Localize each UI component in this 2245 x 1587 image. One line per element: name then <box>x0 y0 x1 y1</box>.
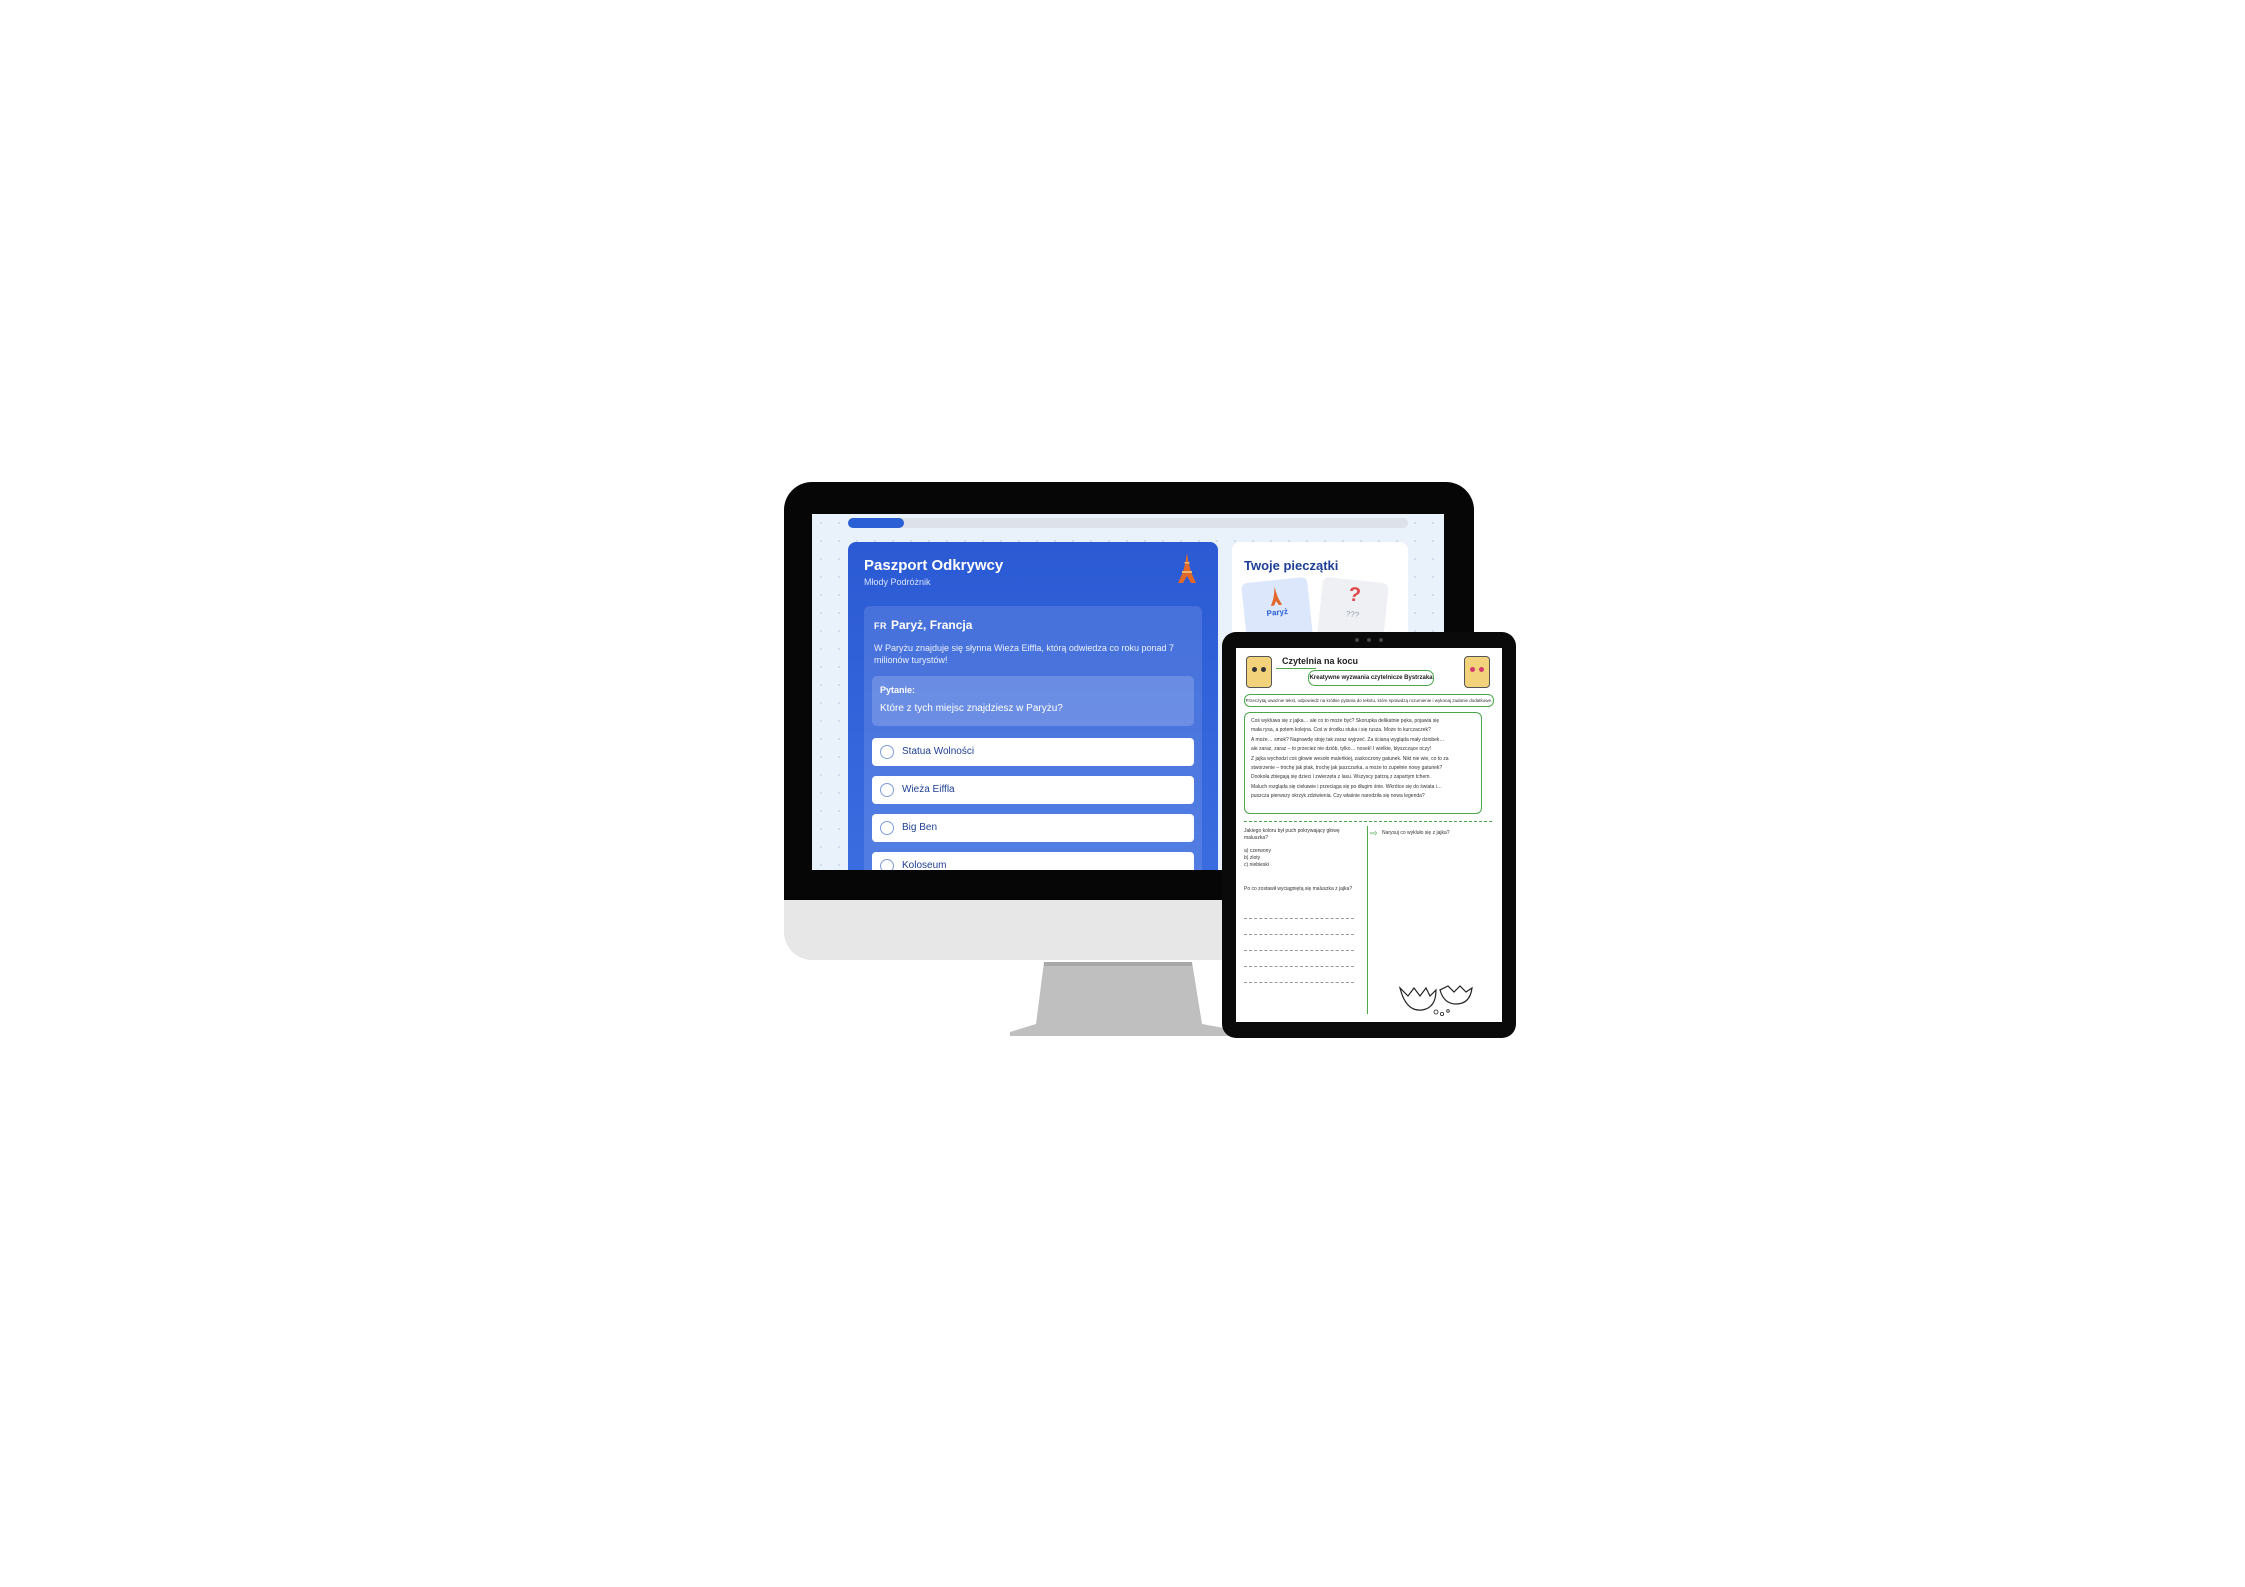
answer-line[interactable] <box>1244 982 1354 983</box>
answer-line[interactable] <box>1244 918 1354 919</box>
arrow-right-icon: ⇨ <box>1370 828 1378 838</box>
passport-title: Paszport Odkrywcy <box>864 557 1004 574</box>
answer-option[interactable]: Wieża Eiffla <box>872 776 1194 804</box>
eiffel-tower-icon <box>1178 553 1196 583</box>
radio-icon[interactable] <box>880 821 894 835</box>
story-line: ale zaraz, zaraz – to przecież nie dziób… <box>1251 746 1432 753</box>
flag-code: FR <box>874 621 887 631</box>
destination-description: W Paryżu znajduje się słynna Wieża Eiffl… <box>874 643 1174 665</box>
answer-line[interactable] <box>1244 950 1354 951</box>
question-box: Pytanie: Które z tych miejsc znajdziesz … <box>872 676 1194 726</box>
stamps-title: Twoje pieczątki <box>1244 558 1339 573</box>
answer-option[interactable]: Koloseum <box>872 852 1194 870</box>
title-underline <box>1276 668 1316 669</box>
monitor-stand <box>1010 962 1246 1036</box>
answer-label: Koloseum <box>902 860 947 870</box>
worksheet-page: Czytelnia na kocu Kreatywne wyzwania czy… <box>1236 648 1502 1022</box>
passport-card: Paszport Odkrywcy Młody Podróżnik FR Pary… <box>848 542 1218 870</box>
eiffel-tower-icon <box>1270 586 1283 606</box>
cracked-egg-icon <box>1398 985 1473 1017</box>
drawing-question: Narysuj co wykluło się z jajka? <box>1382 830 1450 836</box>
answer-label: Wieża Eiffla <box>902 784 955 795</box>
answer-line[interactable] <box>1244 934 1354 935</box>
question-1: Jakiego koloru był puch pokrywający głow… <box>1244 828 1340 841</box>
destination-title: FR Paryż, Francja <box>874 618 972 632</box>
question-2: Po co zostawił wyciągniętą się maluszka … <box>1244 886 1353 892</box>
worksheet-title: Czytelnia na kocu <box>1282 656 1359 666</box>
answer-b: b) zloty <box>1244 855 1261 861</box>
answer-label: Statua Wolności <box>902 746 975 757</box>
answer-label: Big Ben <box>902 822 938 833</box>
worksheet-instructions: Przeczytaj uważnie tekst, odpowiedz na k… <box>1244 694 1494 707</box>
question-mark-icon: ? <box>1347 583 1362 607</box>
column-divider <box>1367 826 1368 1014</box>
question-text: Które z tych miejsc znajdziesz w Paryżu? <box>880 703 1063 714</box>
story-line: Maluch rozgląda się ciekawie i przeciąga… <box>1251 783 1442 790</box>
destination-name: Paryż, Francja <box>891 618 973 632</box>
tablet-device: Czytelnia na kocu Kreatywne wyzwania czy… <box>1222 632 1516 1038</box>
bookworm-mascot-icon <box>1246 656 1272 688</box>
story-line: mała rysa, a potem kolejna. Coś w środku… <box>1251 727 1431 734</box>
story-line: Z jajka wychodzi coś głowie wesoło maleń… <box>1251 755 1449 762</box>
radio-icon[interactable] <box>880 783 894 797</box>
radio-icon[interactable] <box>880 745 894 759</box>
answer-line[interactable] <box>1244 966 1354 967</box>
story-text-box: Coś wykluwa się z jajka… ale co to może … <box>1244 712 1482 814</box>
progress-fill <box>848 518 904 528</box>
worksheet-subtitle: Kreatywne wyzwania czytelnicze Bystrzaka <box>1308 670 1434 686</box>
progress-bar <box>848 518 1408 528</box>
answer-a: a) czerwony <box>1244 848 1271 854</box>
story-line: Coś wykluwa się z jajka… ale co to może … <box>1251 718 1440 724</box>
mascot-girl-icon <box>1464 656 1490 688</box>
answer-option[interactable]: Statua Wolności <box>872 738 1194 766</box>
story-line: Dookoła zbiegają się dzieci i zwierzęta … <box>1251 774 1431 781</box>
section-divider <box>1244 821 1492 822</box>
answer-c: c) niebieski <box>1244 862 1270 868</box>
stamp-label: Paryż <box>1266 606 1289 619</box>
story-line: stworzenie – trochę jak ptak, trochę jak… <box>1251 765 1443 772</box>
question-label: Pytanie: <box>880 685 916 695</box>
story-line: puszcza pierwszy okrzyk zdziwienia. Czy … <box>1251 793 1425 800</box>
radio-icon[interactable] <box>880 859 894 870</box>
stamp-paris[interactable]: Paryż <box>1241 576 1313 644</box>
answer-option[interactable]: Big Ben <box>872 814 1194 842</box>
destination-card: FR Paryż, Francja W Paryżu znajduje się s… <box>864 606 1202 870</box>
story-line: A może… smok? Naprawdę stoję tak zaraz w… <box>1251 736 1445 743</box>
camera-icon <box>1347 637 1391 643</box>
passport-subtitle: Młody Podróżnik <box>864 577 931 587</box>
